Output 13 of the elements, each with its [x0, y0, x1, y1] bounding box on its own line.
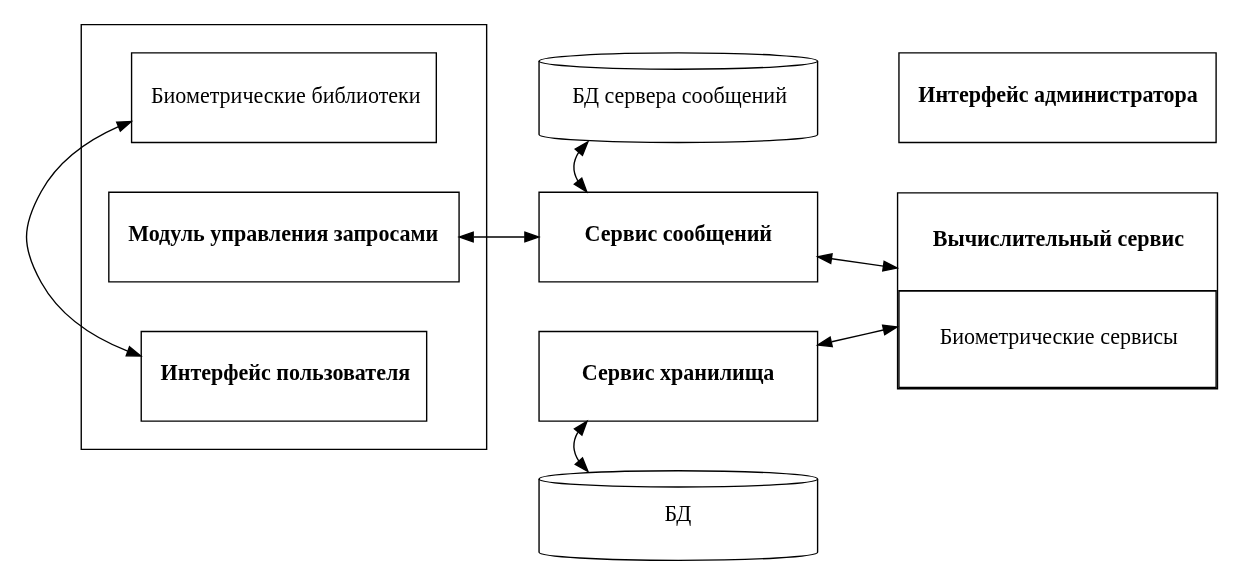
cluster [80, 23, 488, 451]
node-box: Сервис сообщений [538, 191, 819, 283]
arrow [573, 140, 590, 194]
node-box: Модуль управления запросами [108, 191, 460, 283]
node-box: Сервис хранилища [538, 330, 819, 422]
node-box: Интерфейс пользователя [140, 330, 428, 422]
arrow [457, 231, 541, 243]
arrow [815, 324, 900, 348]
arrow [815, 253, 900, 272]
arrow [25, 120, 143, 357]
node-box: Интерфейс администратора [898, 52, 1217, 144]
arrow [573, 419, 590, 474]
node-box: Биометрические библиотеки [130, 52, 437, 144]
